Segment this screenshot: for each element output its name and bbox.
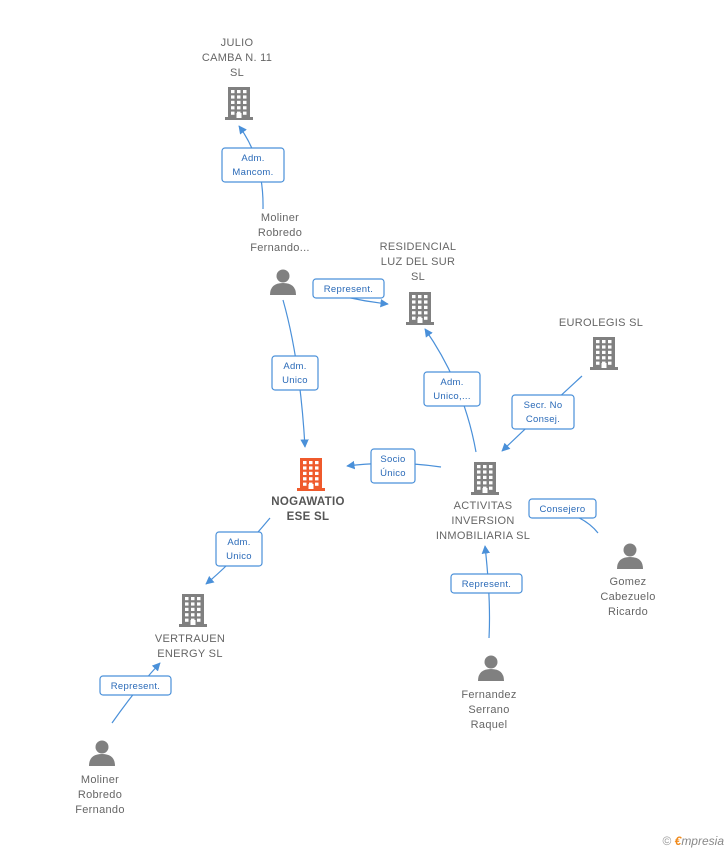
edge-label-box <box>215 531 263 567</box>
edge-label-e2[interactable]: Represent. <box>312 278 385 299</box>
node-label-line: ESE SL <box>287 511 330 523</box>
building-icon <box>225 87 253 120</box>
edge-label-e9[interactable]: Adm. Unico <box>215 531 263 567</box>
node-residencial[interactable]: RESIDENCIAL LUZ DEL SUR SL <box>380 241 457 325</box>
edge-label-text: Represent. <box>462 579 511 590</box>
edge-label-box <box>271 355 319 391</box>
node-label-line: Ricardo <box>608 606 648 618</box>
edge-label-e1[interactable]: Adm. Mancom. <box>221 147 285 183</box>
node-vertrauen[interactable]: VERTRAUEN ENERGY SL <box>155 594 225 660</box>
edge-label-text: Represent. <box>324 284 373 295</box>
edge-label-box <box>312 278 385 299</box>
node-label-line: Fernando <box>75 804 125 816</box>
edge-label-box <box>450 573 523 594</box>
node-label-line: Fernandez <box>461 689 516 701</box>
node-label-line: Fernando... <box>250 242 310 254</box>
footer: © €mpresia <box>662 834 724 848</box>
node-activitas[interactable]: ACTIVITAS INVERSION INMOBILIARIA SL <box>436 462 530 542</box>
edge-label-text: Adm. <box>227 537 250 548</box>
node-label-line: Robredo <box>78 789 122 801</box>
node-label-line: RESIDENCIAL <box>380 241 457 253</box>
edge-label-text: Socio <box>380 454 405 465</box>
edge-label-box <box>99 675 172 696</box>
brand-logo[interactable]: €mpresia <box>674 834 724 848</box>
edge-label-text: Represent. <box>111 681 160 692</box>
copyright-symbol: © <box>662 834 672 848</box>
edge-line-fernandez-to-activitas <box>481 545 491 639</box>
edge-label-text: Consej. <box>526 414 560 425</box>
person-icon <box>89 740 115 766</box>
building-icon <box>297 458 325 491</box>
edge-label-e4[interactable]: Adm. Unico,... <box>423 371 481 407</box>
node-label-line: NOGAWATIO <box>271 496 344 508</box>
node-label-line: INMOBILIARIA SL <box>436 530 530 542</box>
node-label-line: Moliner <box>81 774 119 786</box>
node-eurolegis[interactable]: EUROLEGIS SL <box>559 317 643 370</box>
edge-label-text: Consejero <box>539 504 585 515</box>
edge-label-text: Unico <box>226 551 252 562</box>
node-label-line: INVERSION <box>451 515 514 527</box>
edge-label-text: Adm. <box>440 377 463 388</box>
edge-label-text: Adm. <box>241 153 264 164</box>
edge-label-box <box>221 147 285 183</box>
edge-label-text: Único <box>380 468 406 479</box>
edge-label-text: Unico <box>282 375 308 386</box>
node-label-line: Moliner <box>261 212 299 224</box>
node-label-line: Robredo <box>258 227 302 239</box>
node-label-line: SL <box>230 67 244 79</box>
edge-label-box <box>370 448 416 484</box>
node-julio[interactable]: JULIO CAMBA N. 11 SL <box>202 37 272 120</box>
building-icon <box>590 337 618 370</box>
node-label-line: JULIO <box>221 37 254 49</box>
node-nogawatio[interactable]: NOGAWATIO ESE SL <box>271 458 344 523</box>
node-moliner1[interactable]: MolinerRobredoFernando... <box>250 212 310 295</box>
edge-label-text: Adm. <box>283 361 306 372</box>
edge-label-e10[interactable]: Represent. <box>99 675 172 696</box>
edge-label-e8[interactable]: Represent. <box>450 573 523 594</box>
building-icon <box>471 462 499 495</box>
node-label-line: Gomez <box>610 576 647 588</box>
edge-label-text: Secr. No <box>524 400 563 411</box>
edge-label-e5[interactable]: Secr. No Consej. <box>511 394 575 430</box>
edge-label-text: Mancom. <box>232 167 273 178</box>
node-label-line: VERTRAUEN <box>155 633 225 645</box>
person-icon <box>617 543 643 569</box>
node-label-line: SL <box>411 271 425 283</box>
node-label-line: ACTIVITAS <box>454 500 513 512</box>
edge-label-text: Unico,... <box>433 391 471 402</box>
node-label-line: CAMBA N. 11 <box>202 52 272 64</box>
node-label-line: ENERGY SL <box>157 648 222 660</box>
edge-label-box <box>511 394 575 430</box>
edge-label-box <box>423 371 481 407</box>
node-label-line: EUROLEGIS SL <box>559 317 643 329</box>
building-icon <box>406 292 434 325</box>
person-icon <box>478 655 504 681</box>
node-label-line: LUZ DEL SUR <box>381 256 455 268</box>
edge-label-e3[interactable]: Adm. Unico <box>271 355 319 391</box>
edge-label-e7[interactable]: Consejero <box>528 498 597 519</box>
person-icon <box>270 269 296 295</box>
node-label-line: Cabezuelo <box>600 591 655 603</box>
node-label-line: Raquel <box>471 719 508 731</box>
node-label-line: Serrano <box>468 704 509 716</box>
building-icon <box>179 594 207 627</box>
edge-label-box <box>528 498 597 519</box>
